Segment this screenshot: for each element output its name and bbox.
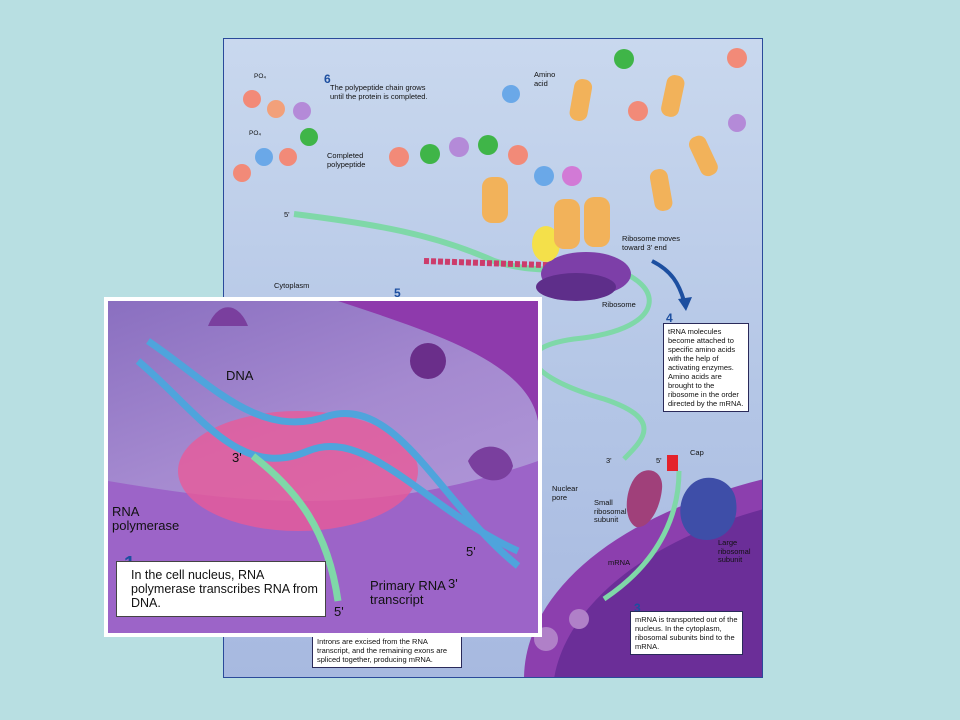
step5-text: Introns are excised from the RNA transcr… bbox=[312, 633, 462, 668]
dna-label: DNA bbox=[226, 368, 254, 383]
ribosome-direction-arrow bbox=[651, 259, 686, 302]
mrna-nuclear-exit bbox=[602, 470, 682, 602]
polypeptide-chain bbox=[389, 135, 582, 186]
five-prime-mid-label: 5' bbox=[656, 456, 662, 465]
rna-polymerase-label: RNA polymerase bbox=[112, 504, 180, 533]
free-amino-acids bbox=[502, 48, 747, 132]
cytoplasm-label: Cytoplasm bbox=[274, 281, 310, 290]
step4-number: 4 bbox=[666, 311, 673, 325]
step6-number: 6 bbox=[324, 72, 331, 86]
small-subunit-shape bbox=[626, 470, 663, 528]
mrna-label: mRNA bbox=[608, 558, 631, 567]
ribosome-moves-label: Ribosome moves toward 3' end bbox=[622, 234, 680, 252]
primary-transcript-strand bbox=[250, 453, 342, 602]
dna-strand-b bbox=[146, 338, 521, 569]
inset-pore-flower bbox=[410, 343, 446, 379]
rna-polymerase-shape bbox=[178, 411, 418, 531]
step5-number: 5 bbox=[394, 286, 401, 300]
inset-pore-right bbox=[468, 446, 513, 481]
inset-pore-top bbox=[208, 307, 248, 326]
dna-strand-a bbox=[135, 358, 520, 555]
three-prime-right-label: 3' bbox=[448, 576, 458, 591]
primary-transcript-label: Primary RNA transcript bbox=[370, 578, 446, 607]
transcription-inset: DNA 3' RNA polymerase 5' 3' Primary RNA … bbox=[104, 297, 542, 637]
nuclear-pore-label: Nuclear pore bbox=[552, 484, 578, 502]
nuclear-pore-icon-2 bbox=[569, 609, 589, 629]
completed-polypeptide bbox=[233, 90, 318, 182]
ribosome-small bbox=[536, 273, 616, 301]
small-subunit-label: Small ribosomal subunit bbox=[594, 498, 627, 524]
ribosome-label: Ribosome bbox=[602, 300, 636, 309]
step1-text: In the cell nucleus, RNA polymerase tran… bbox=[116, 561, 326, 617]
five-prime-top-label: 5' bbox=[284, 210, 290, 219]
ribosome-site bbox=[532, 226, 560, 262]
ribosome-arrowhead bbox=[678, 297, 692, 311]
three-prime-mid-label: 3' bbox=[606, 456, 612, 465]
cap-marker bbox=[667, 455, 678, 471]
large-subunit-label: Large ribosomal subunit bbox=[718, 538, 751, 564]
large-subunit-shape bbox=[680, 477, 737, 540]
trna-group bbox=[482, 75, 718, 249]
step3-text: mRNA is transported out of the nucleus. … bbox=[630, 611, 743, 655]
po4-label-bottom: PO₄ bbox=[249, 130, 262, 137]
five-prime-right-label: 5' bbox=[466, 544, 476, 559]
po4-label-top: PO₄ bbox=[254, 73, 267, 80]
cap-label: Cap bbox=[690, 448, 704, 457]
inset-art: DNA 3' RNA polymerase 5' 3' Primary RNA … bbox=[108, 301, 538, 633]
step4-text: tRNA molecules become attached to specif… bbox=[663, 323, 749, 412]
step6-text: The polypeptide chain grows until the pr… bbox=[330, 83, 428, 101]
step3-number: 3 bbox=[634, 601, 641, 615]
completed-polypeptide-label: Completed polypeptide bbox=[327, 151, 366, 169]
five-prime-bottom-label: 5' bbox=[334, 604, 344, 619]
inset-nuclear-membrane bbox=[338, 301, 538, 421]
three-prime-top-label: 3' bbox=[232, 450, 242, 465]
amino-acid-label: Amino acid bbox=[534, 70, 556, 88]
